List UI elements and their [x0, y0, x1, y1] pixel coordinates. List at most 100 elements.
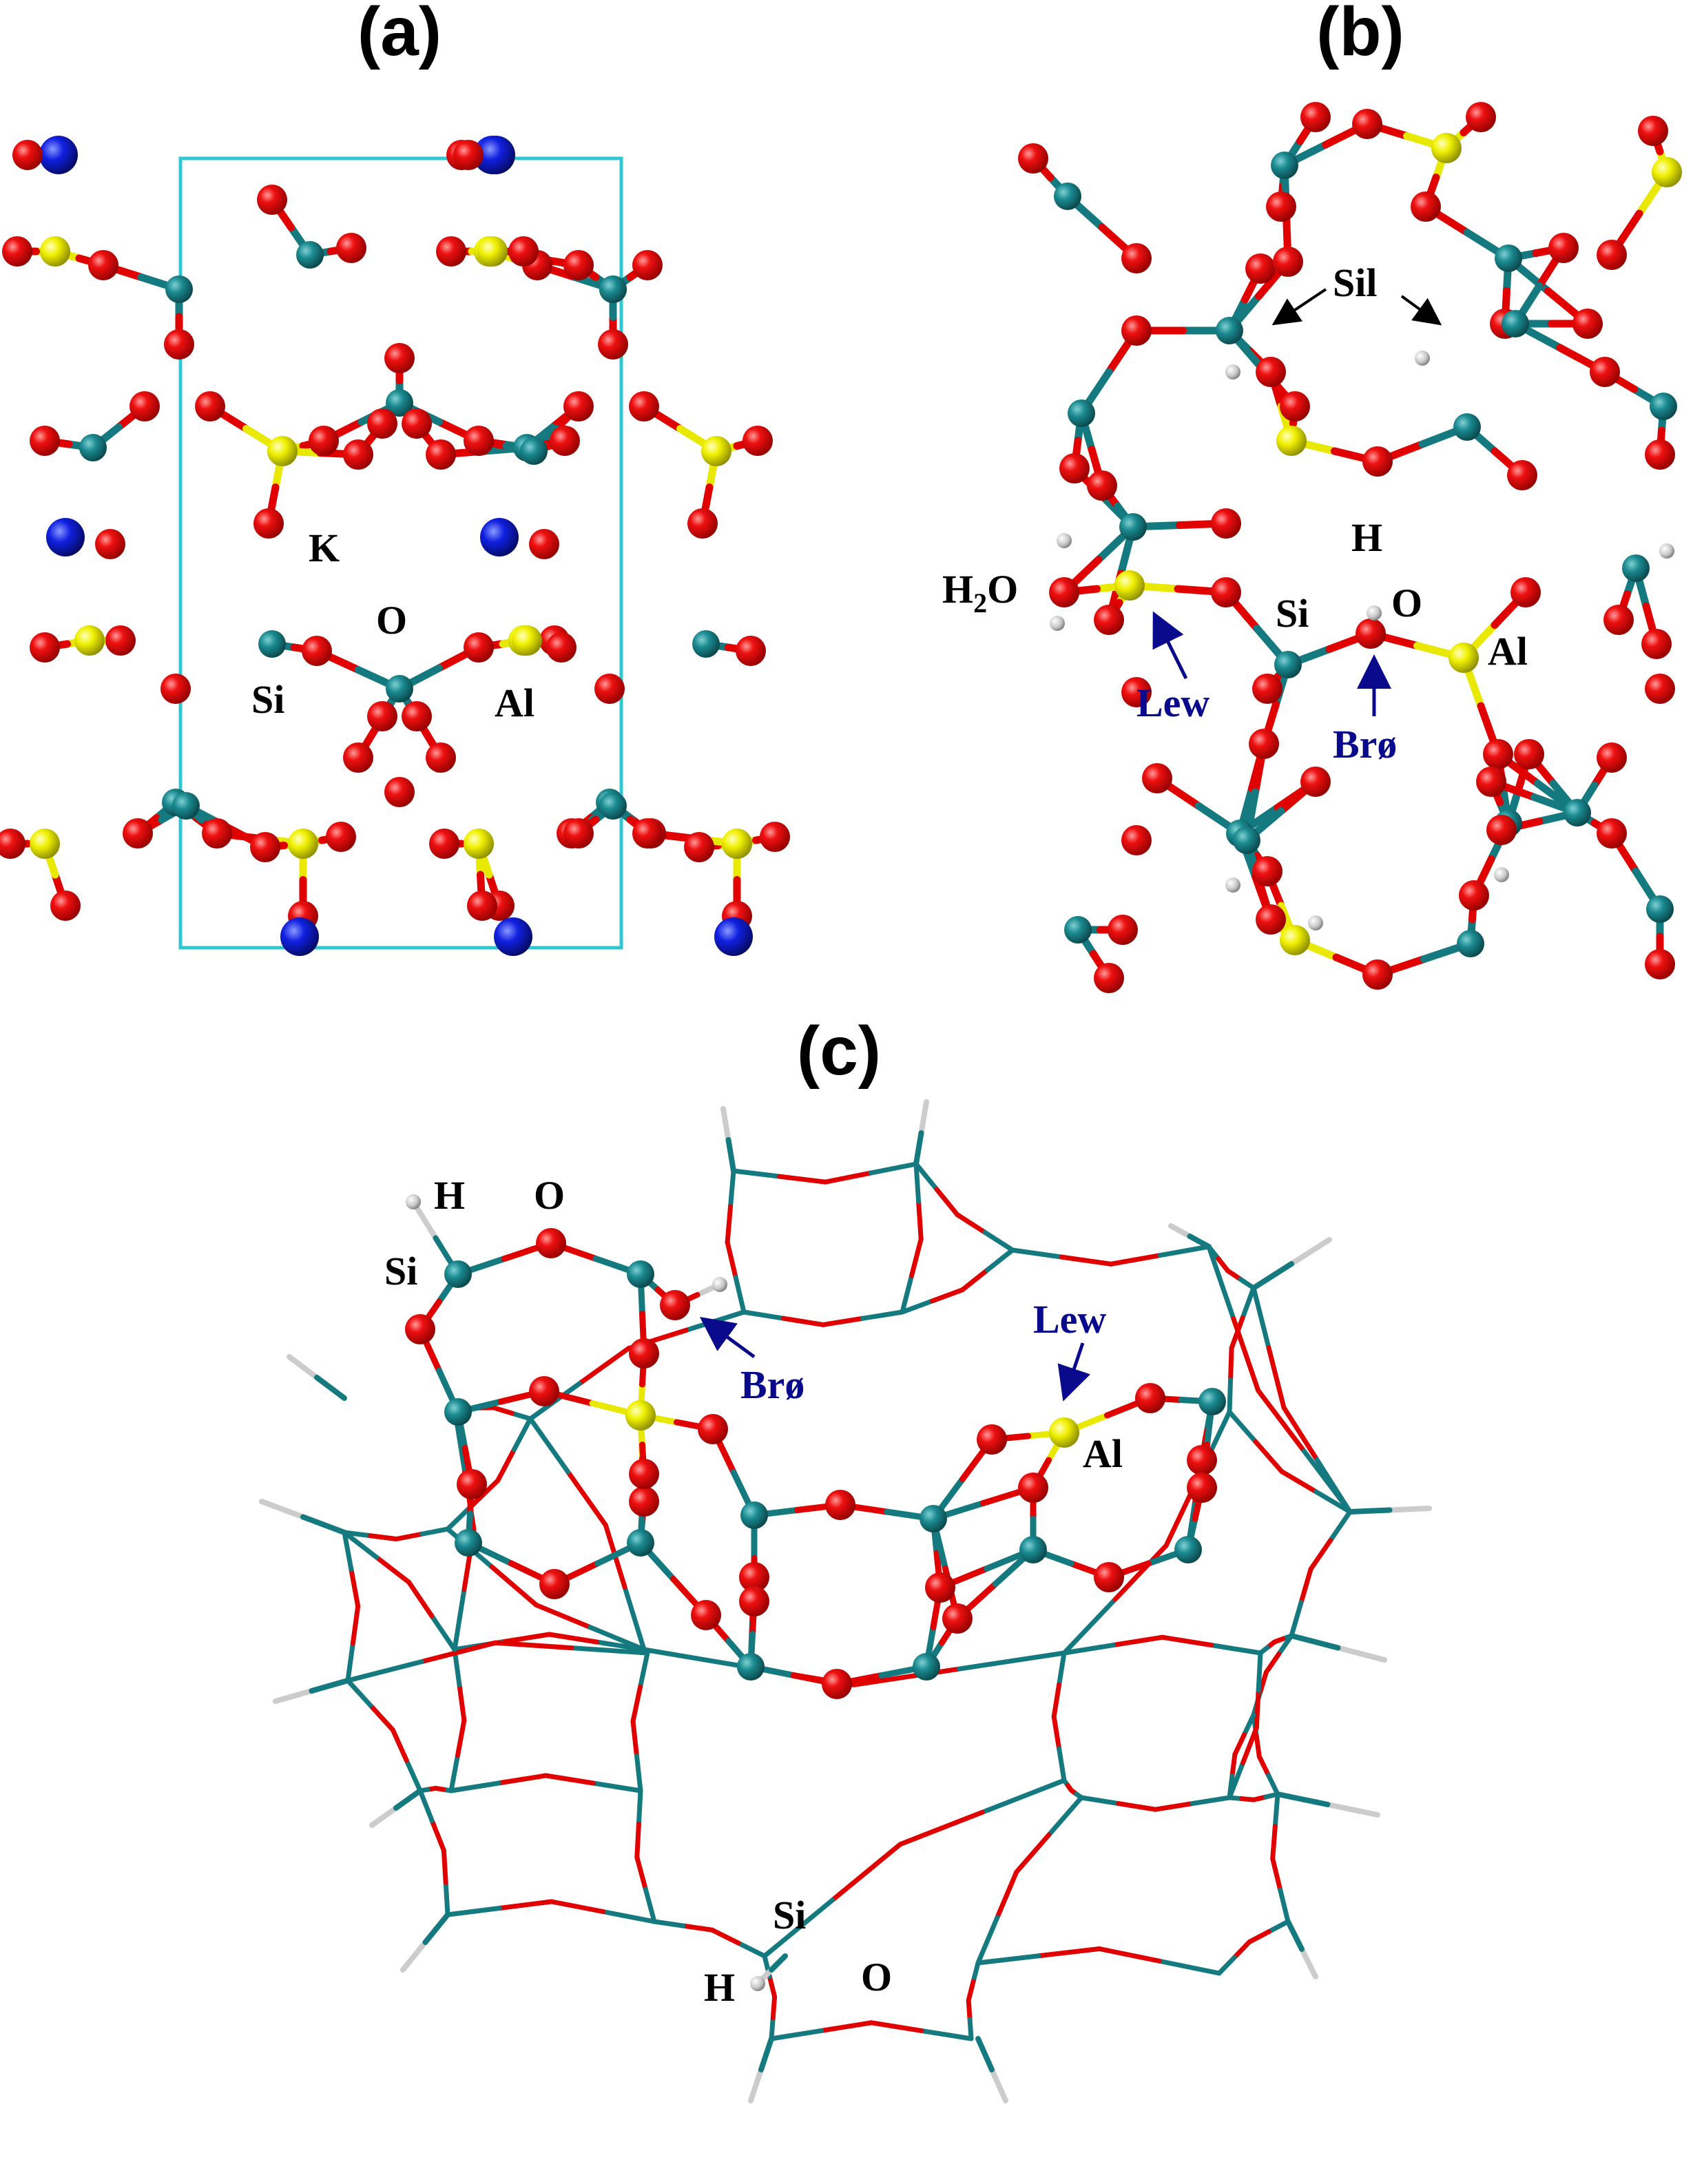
cage-stick	[725, 1204, 734, 1245]
oxygen-atom	[1514, 739, 1544, 769]
terminal-h-stick	[273, 1688, 315, 1704]
terminal-h-stick	[1251, 1261, 1294, 1291]
cage-stick	[762, 1897, 835, 1959]
cage-stick	[638, 1650, 650, 1690]
cage-stick	[349, 1567, 361, 1609]
cage-stick	[956, 1650, 1067, 1672]
cage-stick	[709, 1927, 741, 1946]
terminal-h-stick	[1187, 1234, 1212, 1249]
oxygen-atom	[1249, 729, 1279, 759]
oxygen-atom	[529, 1376, 559, 1406]
aluminum-atom	[1652, 157, 1682, 187]
oxygen-atom	[629, 1459, 659, 1489]
oxygen-atom	[95, 529, 125, 559]
oxygen-atom	[1142, 763, 1172, 793]
oxygen-atom	[1121, 243, 1152, 273]
cage-stick	[830, 1842, 903, 1903]
hydrogen-atom	[1225, 364, 1240, 379]
cage-stick	[897, 1809, 985, 1847]
oxygen-atom	[736, 636, 766, 666]
oxygen-atom	[402, 408, 432, 439]
cage-stick	[419, 1640, 498, 1665]
silicon-atom	[1646, 895, 1674, 923]
cage-stick	[643, 1886, 657, 1924]
cage-stick	[547, 1632, 599, 1645]
oxygen-atom	[1597, 240, 1627, 270]
cage-stick	[916, 1199, 924, 1242]
oxygen-atom	[1094, 1562, 1124, 1592]
oxygen-atom	[1597, 742, 1627, 773]
oxygen-atom	[1108, 915, 1138, 945]
oxygen-atom	[1645, 949, 1675, 979]
oxygen-atom	[550, 426, 580, 456]
cage-stick	[1228, 1345, 1234, 1383]
terminal-h-stick	[758, 2036, 774, 2072]
oxygen-atom	[253, 508, 284, 539]
cage-stick	[1258, 1645, 1270, 1656]
cage-stick	[630, 1685, 643, 1724]
silicon-atom	[1119, 513, 1147, 541]
label-c-H-top: H	[434, 1173, 465, 1218]
arrow-bro-c	[699, 1317, 756, 1359]
cage-stick	[441, 1848, 448, 1885]
cage-stick	[630, 1718, 639, 1759]
hydrogen-atom	[750, 1976, 765, 1991]
silicon-atom	[1564, 799, 1591, 826]
aluminum-atom	[40, 236, 70, 267]
terminal-h-stick	[314, 1375, 347, 1401]
oxygen-atom	[123, 818, 153, 849]
cage-stick	[495, 1447, 517, 1484]
cage-stick	[404, 1758, 423, 1793]
oxygen-atom	[942, 1603, 973, 1634]
cage-stick	[1229, 1751, 1238, 1779]
cage-stick	[728, 1168, 736, 1209]
cage-stick	[1051, 1682, 1062, 1719]
cage-stick	[769, 2028, 824, 2041]
label-c-Bro: Brø	[740, 1362, 804, 1407]
oxygen-atom	[977, 1424, 1007, 1455]
cage-stick	[1190, 1795, 1232, 1807]
oxygen-atom	[539, 1569, 570, 1599]
terminal-h-stick	[913, 1130, 924, 1167]
cage-stick	[1256, 1650, 1263, 1693]
cage-stick	[959, 1267, 990, 1293]
oxygen-atom	[30, 426, 60, 456]
cage-stick	[934, 1187, 960, 1218]
cage-stick	[1108, 1253, 1163, 1267]
silicon-atom	[296, 241, 324, 269]
oxygen-atom	[825, 1490, 855, 1520]
potassium-atom	[46, 518, 85, 557]
hydrogen-atom	[1415, 351, 1430, 366]
silicon-atom	[1198, 1388, 1226, 1415]
cage-stick	[448, 1780, 501, 1793]
cage-stick	[1157, 1244, 1212, 1258]
cage-stick	[966, 1997, 973, 2022]
silicon-atom	[444, 1260, 472, 1288]
oxygen-atom	[343, 439, 373, 470]
cage-stick	[1061, 1597, 1118, 1656]
cage-stick	[1298, 1566, 1313, 1605]
aluminum-atom	[1049, 1417, 1079, 1448]
oxygen-atom	[1507, 460, 1537, 490]
cage-stick	[457, 1682, 467, 1723]
oxygen-atom	[1280, 391, 1310, 422]
oxygen-atom	[629, 1338, 659, 1369]
oxygen-atom	[629, 391, 659, 422]
oxygen-atom	[1121, 315, 1152, 346]
oxygen-atom	[50, 891, 81, 921]
cage-stick	[1216, 1955, 1237, 1976]
oxygen-atom	[629, 1486, 659, 1517]
cage-stick	[1206, 1244, 1236, 1321]
oxygen-atom	[88, 250, 118, 280]
silicon-atom	[1064, 916, 1092, 944]
cage-stick	[781, 1315, 826, 1327]
cage-stick	[1253, 1439, 1285, 1474]
oxygen-atom	[1597, 818, 1627, 849]
atoms-a	[0, 136, 790, 956]
silicon-atom	[1271, 152, 1298, 179]
cage-stick	[534, 1602, 593, 1630]
oxygen-atom	[1300, 767, 1331, 797]
oxygen-atom	[1018, 143, 1048, 174]
bond-c-h	[769, 1953, 788, 1973]
label-b-Si: Si	[1276, 591, 1309, 636]
